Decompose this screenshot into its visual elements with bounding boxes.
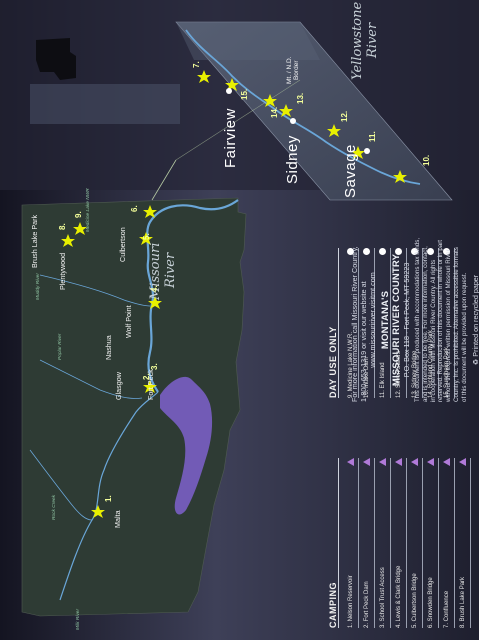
border-label-line-2: Border [293,60,300,81]
disclaimer-line: in cooperation with Missouri River Count… [429,259,437,402]
town-malta: Malta [113,510,122,528]
milk-river-label: Milk River [76,608,81,630]
site-14-label: 14. [270,106,279,118]
site-13-label: 13. [296,92,305,104]
disclaimer-line: without the express written permission o… [445,249,453,402]
legend-item: 1. Nelson Reservoir [343,458,359,628]
yellowstone-river-label: Yellowstone River [350,2,380,80]
legend-camping: CAMPING 1. Nelson Reservoir 2. Fort Peck … [328,458,471,628]
yellowstone-river-label-line-1: Yellowstone [350,1,365,80]
disclaimer-line: Country, Inc. is prohibited. Alternative… [452,247,460,402]
poplar-river-label: Poplar River [58,333,63,360]
camping-tent-icon [459,458,466,466]
town-medicine-lake: Medicine Lake NWR [86,188,91,232]
site-10-label: 10. [422,154,431,166]
site-15-label: 15. [240,88,249,100]
legend-item: 2. Fort Peck Dam [359,458,375,628]
legend-day-use-heading: DAY USE ONLY [328,248,339,398]
legend-item-label: 2. Fort Peck Dam [363,581,370,628]
camping-tent-icon [427,458,434,466]
savage-marker [364,148,370,154]
camping-tent-icon [363,458,370,466]
site-1-label: 1. [104,495,113,502]
legend-item: 4. Lewis & Clark Bridge [391,458,407,628]
site-5-label: 5. [142,233,151,240]
site-8-label: 8. [58,223,67,230]
legend-item: 7. Confluence [439,458,455,628]
camping-tent-icon [443,458,450,466]
site-4-label: 4. [150,285,159,292]
yellowstone-river-line [185,29,421,185]
montana-inset-map [36,38,76,80]
legend-item-label: 5. Culbertson Bridge [411,573,418,628]
town-brush-lake-park: Brush Lake Park [30,214,39,268]
info-line-1: For more information call Missouri River… [350,246,359,402]
legend-camping-list: 1. Nelson Reservoir 2. Fort Peck Dam 3. Sc… [343,458,471,628]
yellowstone-inset-panel [175,21,453,201]
camping-tent-icon [411,458,418,466]
legend-item: 5. Culbertson Bridge [407,458,423,628]
site-7-label: 7. [192,61,201,68]
legend-item-label: 3. School Trust Access [379,567,386,628]
disclaimer-line: This document is produced with accommoda… [414,237,421,402]
missouri-river-line [146,199,239,393]
site-2-label: 2. [142,373,151,380]
legend-item: 3. School Trust Access [375,458,391,628]
town-culbertson: Culbertson [118,227,127,262]
disclaimer-line: of this document will be provided upon r… [460,272,468,402]
town-plentywood: Plentywood [58,252,67,290]
site-11-label: 11. [368,131,377,142]
info-website-link[interactable]: www.missouririver.visitmt.com [368,272,377,368]
town-glasgow: Glasgow [114,372,123,400]
info-block: For more information call Missouri River… [350,238,479,402]
info-recycled: ♻ Printed on recycled paper [471,238,479,402]
town-wolf-point: Wolf Point [124,305,133,338]
legend-item-label: 8. Brush Lake Park [459,576,466,628]
town-fairview: Fairview [222,108,239,168]
missouri-river-label-line-2: River [163,252,178,288]
milk-river-line [59,391,159,601]
town-sidney: Sidney [284,135,301,184]
recycle-icon: ♻ [470,358,479,366]
info-disclaimer: This document is produced with accommoda… [414,238,469,402]
muddy-river-label: Muddy River [36,273,41,300]
border-label: Mt. / N.D. Border [286,57,300,84]
disclaimer-line: reserved. Reproduction of this document … [437,240,445,402]
info-org-1: MONTANA'S [380,290,391,350]
camping-tent-icon [395,458,402,466]
legend-item-label: 6. Snowden Bridge [427,577,434,628]
legend-item-label: 1. Nelson Reservoir [347,575,354,628]
camping-tent-icon [347,458,354,466]
site-9-label: 9. [74,211,83,218]
sidney-marker [290,118,296,124]
info-address: P.O. Box 118 · Fort Peck, MT 59223 [402,262,411,378]
legend-item: 8. Brush Lake Park [455,458,471,628]
border-label-line-1: Mt. / N.D. [286,56,293,84]
town-savage: Savage [342,144,359,198]
yellowstone-river-label-line-2: River [365,22,380,58]
site-6-label: 6. [130,205,139,212]
town-nashua: Nashua [104,335,113,360]
fort-peck-lake [160,376,213,515]
site-12-label: 12. [340,110,349,122]
legend-item-label: 7. Confluence [443,590,450,628]
camping-tent-icon [379,458,386,466]
site-3-label: 3. [150,363,159,370]
site-stars [61,70,407,518]
info-line-2: 1-800-653-1319 or visit our website at [359,281,368,402]
legend-camping-heading: CAMPING [328,458,339,628]
info-recycled-text: Printed on recycled paper [470,274,479,357]
rock-creek-label: Rock Creek [52,494,57,520]
info-org-2: MISSOURI RIVER COUNTRY [391,253,402,387]
legend-item-label: 4. Lewis & Clark Bridge [395,565,402,628]
fairview-marker [226,88,232,94]
legend-item: 6. Snowden Bridge [423,458,439,628]
disclaimer-line: and is intended to be free. For more inf… [421,246,429,402]
